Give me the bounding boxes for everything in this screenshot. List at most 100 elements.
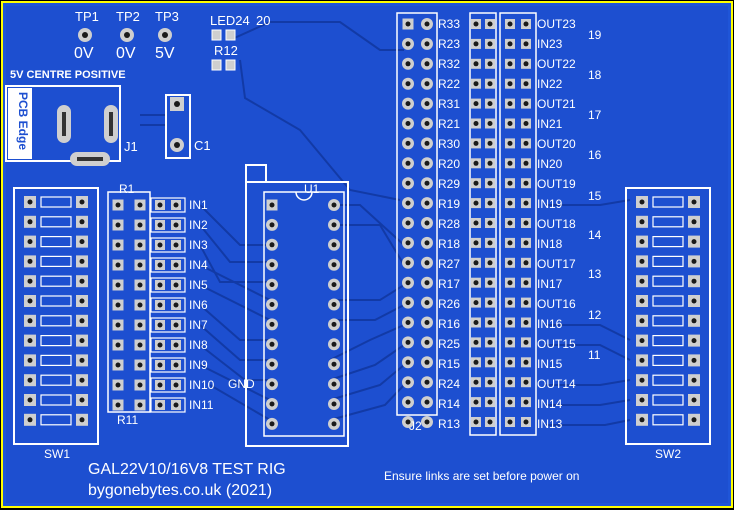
- gnd-label: GND: [228, 377, 255, 391]
- output-label: IN18: [537, 237, 563, 251]
- output-label: IN13: [537, 417, 563, 431]
- input-label: IN8: [189, 338, 208, 352]
- resistor-label: R27: [438, 257, 461, 271]
- switch-lever: [652, 236, 684, 248]
- resistor-label: R23: [438, 37, 461, 51]
- resistor-label: R13: [438, 417, 461, 431]
- input-label: IN3: [189, 238, 208, 252]
- switch-lever: [40, 236, 72, 248]
- resistor-label: R16: [438, 317, 461, 331]
- power-jack-pads: [57, 105, 118, 166]
- pin-number: 12: [588, 308, 602, 322]
- switch-lever: [652, 315, 684, 327]
- website-label: bygonebytes.co.uk (2021): [88, 482, 273, 499]
- test-point-pads: [78, 28, 172, 42]
- switch-lever: [40, 394, 72, 406]
- tp1-label: TP1: [75, 9, 99, 24]
- switch-lever: [652, 255, 684, 267]
- ic-socket-u1: [245, 164, 349, 447]
- switch-lever: [40, 335, 72, 347]
- resistor-networks-r1-r11: [107, 191, 151, 413]
- input-label: IN10: [189, 378, 215, 392]
- switch-lever: [652, 414, 684, 426]
- switch-lever: [652, 196, 684, 208]
- input-label: IN5: [189, 278, 208, 292]
- output-header-outline: [499, 12, 537, 436]
- switch-lever: [40, 354, 72, 366]
- input-header-outline: [150, 257, 186, 273]
- tp2-value: 0V: [116, 45, 136, 62]
- power-note: 5V CENTRE POSITIVE: [10, 69, 126, 81]
- switch-lever: [40, 196, 72, 208]
- led24-number: 20: [256, 13, 271, 28]
- board-title: GAL22V10/16V8 TEST RIG: [88, 461, 286, 478]
- input-header-pads: [150, 197, 186, 413]
- pcb-edge-label: PCB Edge: [16, 92, 30, 151]
- input-label: IN9: [189, 358, 208, 372]
- input-label: IN6: [189, 298, 208, 312]
- dip-switch-sw2[interactable]: [625, 187, 711, 445]
- output-label: IN14: [537, 397, 563, 411]
- resistor-label: R24: [438, 377, 461, 391]
- dip-switch-sw1[interactable]: [13, 187, 99, 445]
- j2-label: J2: [409, 419, 422, 433]
- resistor-label: R30: [438, 137, 461, 151]
- input-label: IN2: [189, 218, 208, 232]
- switch-lever: [40, 374, 72, 386]
- resistor-label: R20: [438, 157, 461, 171]
- c1-label: C1: [194, 138, 211, 153]
- output-label: OUT23: [537, 17, 576, 31]
- pin-number: 16: [588, 148, 602, 162]
- output-label: IN17: [537, 277, 563, 291]
- switch-lever: [652, 335, 684, 347]
- output-label: OUT22: [537, 57, 576, 71]
- input-header-outline: [150, 337, 186, 353]
- output-label: OUT20: [537, 137, 576, 151]
- resistor-array-outline: [469, 12, 497, 436]
- output-label: IN21: [537, 117, 563, 131]
- output-label: IN23: [537, 37, 563, 51]
- output-label: IN22: [537, 77, 563, 91]
- r11-label: R11: [117, 413, 139, 427]
- pin-number: 13: [588, 267, 602, 281]
- output-label: OUT14: [537, 377, 576, 391]
- pin-number: 19: [588, 28, 602, 42]
- resistor-label: R22: [438, 77, 461, 91]
- input-label: IN7: [189, 318, 208, 332]
- pin-number: 11: [588, 348, 601, 362]
- traces: [140, 21, 631, 426]
- output-label: OUT19: [537, 177, 576, 191]
- r12-label: R12: [214, 43, 238, 58]
- input-label: IN4: [189, 258, 208, 272]
- tp3-label: TP3: [155, 9, 179, 24]
- pcb-edge-marker: [8, 88, 32, 159]
- output-label: OUT15: [537, 337, 576, 351]
- input-header-outline: [150, 317, 186, 333]
- output-label: OUT17: [537, 257, 576, 271]
- link-header-j2: [396, 12, 438, 428]
- switch-lever: [40, 216, 72, 228]
- switch-lever: [40, 255, 72, 267]
- output-label: IN15: [537, 357, 563, 371]
- resistor-label: R28: [438, 217, 461, 231]
- resistor-label: R19: [438, 197, 461, 211]
- switch-lever: [40, 315, 72, 327]
- output-label: OUT16: [537, 297, 576, 311]
- power-warning: Ensure links are set before power on: [384, 469, 580, 483]
- switch-lever: [652, 295, 684, 307]
- r1-label: R1: [119, 182, 135, 196]
- resistor-label: R31: [438, 97, 461, 111]
- resistor-label: R21: [438, 117, 461, 131]
- input-label: IN1: [189, 198, 208, 212]
- output-resistor-pads: [471, 19, 531, 427]
- u1-label: U1: [304, 182, 320, 196]
- pin-number: 14: [588, 228, 602, 242]
- led-r12-pads: [211, 29, 236, 71]
- resistor-label: R32: [438, 57, 461, 71]
- resistor-label: R15: [438, 357, 461, 371]
- input-header-outline: [150, 197, 186, 213]
- capacitor-c1: [165, 94, 191, 159]
- input-header-outline: [150, 397, 186, 413]
- switch-lever: [40, 295, 72, 307]
